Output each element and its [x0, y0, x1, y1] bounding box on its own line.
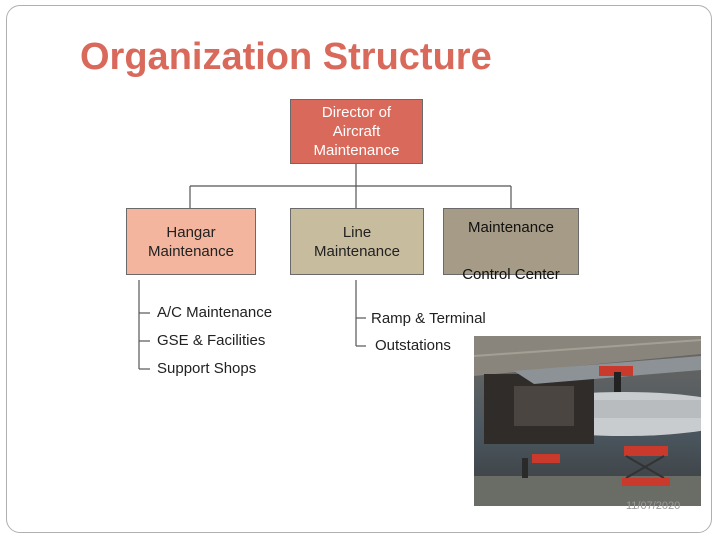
line-subitem: Outstations: [375, 337, 451, 354]
line-subitem: Ramp & Terminal: [371, 310, 486, 327]
hangar-subitem: GSE & Facilities: [157, 332, 265, 349]
hangar-subitem: A/C Maintenance: [157, 304, 272, 321]
line-maintenance-box: Line Maintenance: [290, 208, 424, 275]
slide-date: 11/07/2020: [626, 500, 680, 512]
mcc-label-line-1: Maintenance: [462, 218, 560, 237]
director-box: Director of Aircraft Maintenance: [290, 99, 423, 164]
hangar-maintenance-box: Hangar Maintenance: [126, 208, 256, 275]
hangar-subitem: Support Shops: [157, 360, 256, 377]
hangar-aircraft-photo: [474, 336, 701, 506]
mcc-label-line-2: Control Center: [462, 266, 560, 283]
maintenance-control-center-box: Maintenance Control Center: [443, 208, 579, 275]
